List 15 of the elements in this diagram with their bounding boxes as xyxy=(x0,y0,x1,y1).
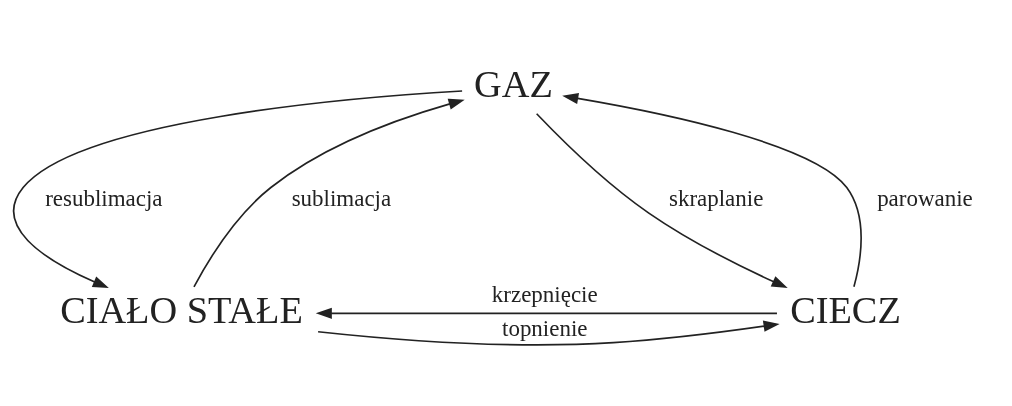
arrow xyxy=(193,98,465,288)
arrow xyxy=(315,307,778,319)
arrow xyxy=(562,92,862,288)
arrow xyxy=(317,320,780,346)
edge-label: sublimacja xyxy=(291,185,392,211)
edge-label: skraplanie xyxy=(668,185,764,211)
node-text: CIAŁO STAŁE xyxy=(60,288,303,331)
node-text: CIECZ xyxy=(790,288,901,331)
arrow xyxy=(13,90,463,288)
edge-label: topnienie xyxy=(502,315,588,341)
edge-label: resublimacja xyxy=(45,185,163,211)
arrow xyxy=(535,112,788,289)
node-text: GAZ xyxy=(474,62,553,105)
edge-label: krzepnięcie xyxy=(491,282,598,308)
edge-label: parowanie xyxy=(877,185,973,211)
